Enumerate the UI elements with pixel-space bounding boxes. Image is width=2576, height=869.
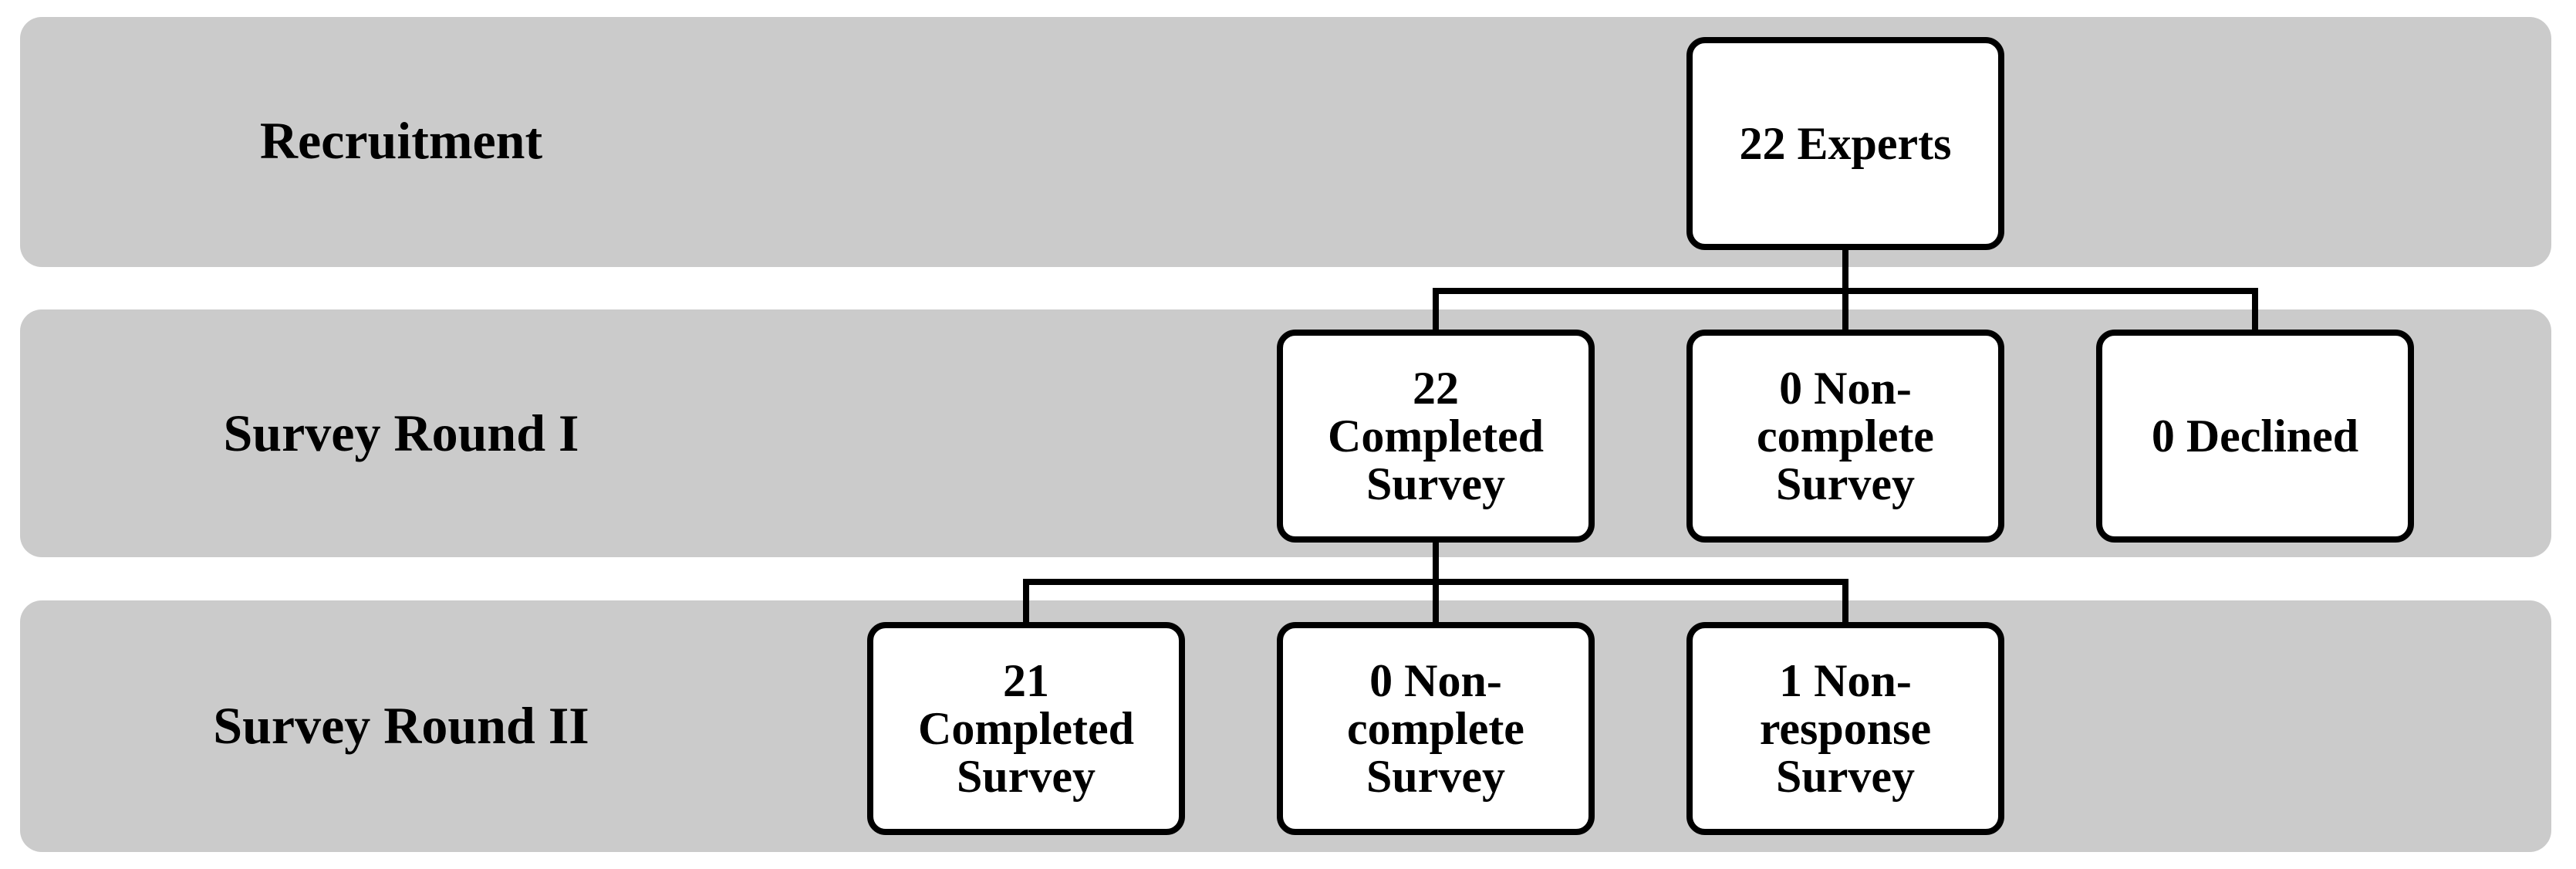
round2-nonresponse-node: 1 Non- response Survey bbox=[1686, 622, 2004, 835]
round2-noncomplete-label: 0 Non- complete Survey bbox=[1347, 655, 1524, 802]
experts-node: 22 Experts bbox=[1686, 37, 2004, 250]
round1-declined-node: 0 Declined bbox=[2096, 330, 2414, 543]
recruitment-label: Recruitment bbox=[259, 111, 543, 170]
round2-nonresponse-label: 1 Non- response Survey bbox=[1759, 655, 1932, 802]
experts-node-label: 22 Experts bbox=[1739, 118, 1952, 169]
survey-round-2-label: Survey Round II bbox=[213, 696, 589, 755]
round2-completed-label: 21 Completed Survey bbox=[918, 655, 1134, 802]
round2-noncomplete-node: 0 Non- complete Survey bbox=[1277, 622, 1595, 835]
round2-completed-node: 21 Completed Survey bbox=[867, 622, 1185, 835]
round1-completed-node: 22 Completed Survey bbox=[1277, 330, 1595, 543]
round1-completed-label: 22 Completed Survey bbox=[1328, 363, 1544, 509]
round1-noncomplete-node: 0 Non- complete Survey bbox=[1686, 330, 2004, 543]
round1-noncomplete-label: 0 Non- complete Survey bbox=[1757, 363, 1934, 509]
recruitment-band bbox=[20, 17, 2551, 267]
survey-round-1-label: Survey Round I bbox=[223, 404, 579, 462]
round1-declined-label: 0 Declined bbox=[2151, 411, 2359, 462]
